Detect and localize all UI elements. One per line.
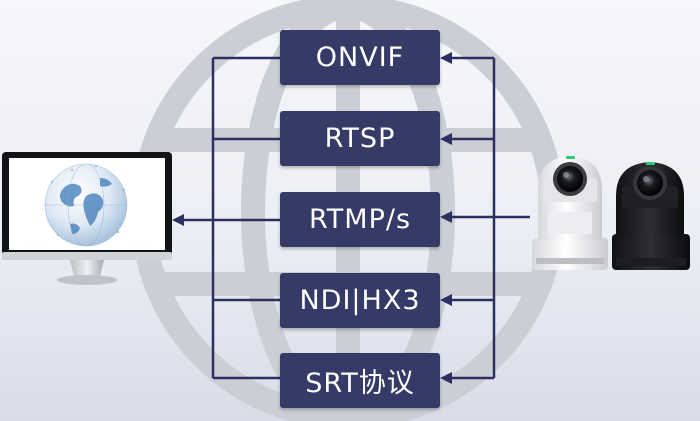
protocol-box-srt: SRT协议 <box>280 353 440 408</box>
protocol-box-rtsp: RTSP <box>280 111 440 166</box>
arrow-left-icon <box>440 211 452 223</box>
arrow-left-icon <box>440 133 452 145</box>
arrow-left-icon <box>440 294 452 306</box>
arrow-left-icon <box>440 52 452 64</box>
ptz-camera-white-icon <box>532 156 608 270</box>
protocol-label: RTSP <box>324 123 396 154</box>
protocol-box-ndi-hx3: NDI|HX3 <box>280 273 440 328</box>
arrow-to-monitor-icon <box>172 214 184 226</box>
protocol-label: SRT协议 <box>305 368 415 399</box>
protocol-label: NDI|HX3 <box>299 285 421 316</box>
ptz-camera-black-icon <box>612 162 690 270</box>
protocol-label: RTMP/s <box>308 204 412 235</box>
protocol-box-rtmp: RTMP/s <box>280 192 440 247</box>
protocol-label: ONVIF <box>315 42 405 73</box>
arrow-left-icon <box>440 372 452 384</box>
protocol-box-onvif: ONVIF <box>280 30 440 85</box>
